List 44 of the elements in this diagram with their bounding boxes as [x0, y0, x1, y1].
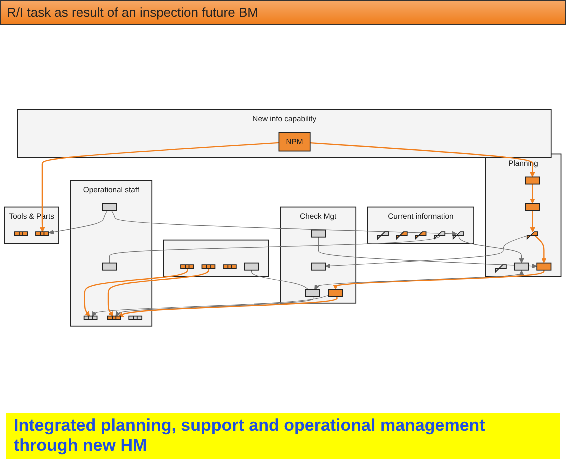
- node-box: [102, 262, 118, 271]
- node-card: [434, 232, 446, 240]
- node-bar: [107, 316, 122, 320]
- note-text: Integrated planning, support and operational management through new HM: [6, 413, 560, 459]
- node-bar: [36, 232, 50, 236]
- arrow: [84, 268, 188, 317]
- node-box: [514, 262, 530, 271]
- node-bar: [202, 264, 216, 269]
- node-card: [526, 232, 538, 240]
- node-card: [415, 232, 427, 240]
- arrow: [40, 142, 280, 233]
- node-box: [244, 262, 260, 271]
- node-card: [377, 232, 389, 240]
- arrow: [530, 184, 536, 204]
- node-box: [328, 289, 344, 298]
- arrow: [530, 210, 536, 233]
- node-bar: [128, 316, 143, 320]
- node-card: [396, 232, 408, 240]
- arrow: [458, 234, 524, 264]
- arrow: [333, 270, 545, 290]
- node-bar: [223, 264, 237, 269]
- cluster: [163, 240, 270, 278]
- arrow: [108, 268, 210, 317]
- arrow: [49, 210, 108, 235]
- node-box: [536, 262, 552, 271]
- node-box: [525, 176, 540, 185]
- arrow: [310, 142, 536, 178]
- node-box: [311, 262, 326, 271]
- arrow: [92, 295, 329, 317]
- diagram-title: R/I task as result of an inspection future BM: [0, 0, 566, 25]
- connector: [109, 234, 440, 264]
- node-card: [452, 232, 464, 240]
- connector: [251, 270, 309, 290]
- node-bar: [180, 264, 194, 269]
- arrow: [111, 210, 458, 236]
- node-box: [305, 289, 320, 298]
- node-card: [495, 264, 507, 274]
- node-bar: [84, 316, 98, 320]
- node-bar: [14, 232, 28, 236]
- node-box: [311, 230, 326, 238]
- arrow: [314, 270, 524, 290]
- node-box: [102, 203, 118, 212]
- arrow: [532, 234, 547, 264]
- node-box: [525, 203, 540, 212]
